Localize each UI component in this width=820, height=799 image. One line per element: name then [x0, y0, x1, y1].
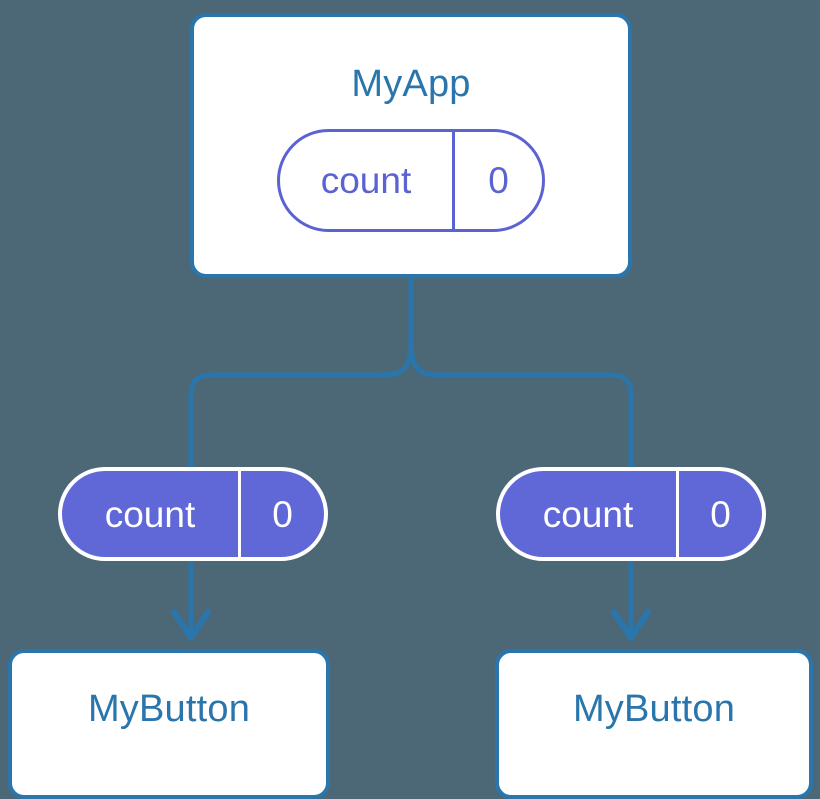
state-pill-left-child-value: 0	[238, 471, 324, 557]
state-pill-right-child-value: 0	[676, 471, 762, 557]
component-myapp-title: MyApp	[351, 63, 471, 105]
state-pill-left-child[interactable]: count 0	[58, 467, 328, 561]
state-pill-right-child[interactable]: count 0	[496, 467, 766, 561]
state-pill-myapp[interactable]: count 0	[277, 129, 545, 232]
connector-lines	[171, 278, 651, 641]
component-mybutton-right[interactable]: MyButton	[495, 649, 813, 799]
diagram-canvas: MyApp count 0 count 0 MyButton count 0 M…	[8, 13, 813, 799]
state-pill-right-child-key: count	[542, 493, 634, 535]
component-mybutton-right-title: MyButton	[572, 688, 736, 730]
component-mybutton-left-title: MyButton	[87, 688, 251, 730]
arrowhead-left	[171, 609, 211, 641]
state-pill-left-child-key: count	[104, 493, 196, 535]
state-pill-myapp-value: 0	[452, 132, 542, 229]
edge-to-left-child	[188, 340, 414, 467]
state-pill-myapp-key: count	[320, 160, 412, 201]
edge-to-right-child	[408, 340, 634, 467]
component-mybutton-left[interactable]: MyButton	[8, 649, 330, 799]
arrowhead-right	[611, 609, 651, 641]
